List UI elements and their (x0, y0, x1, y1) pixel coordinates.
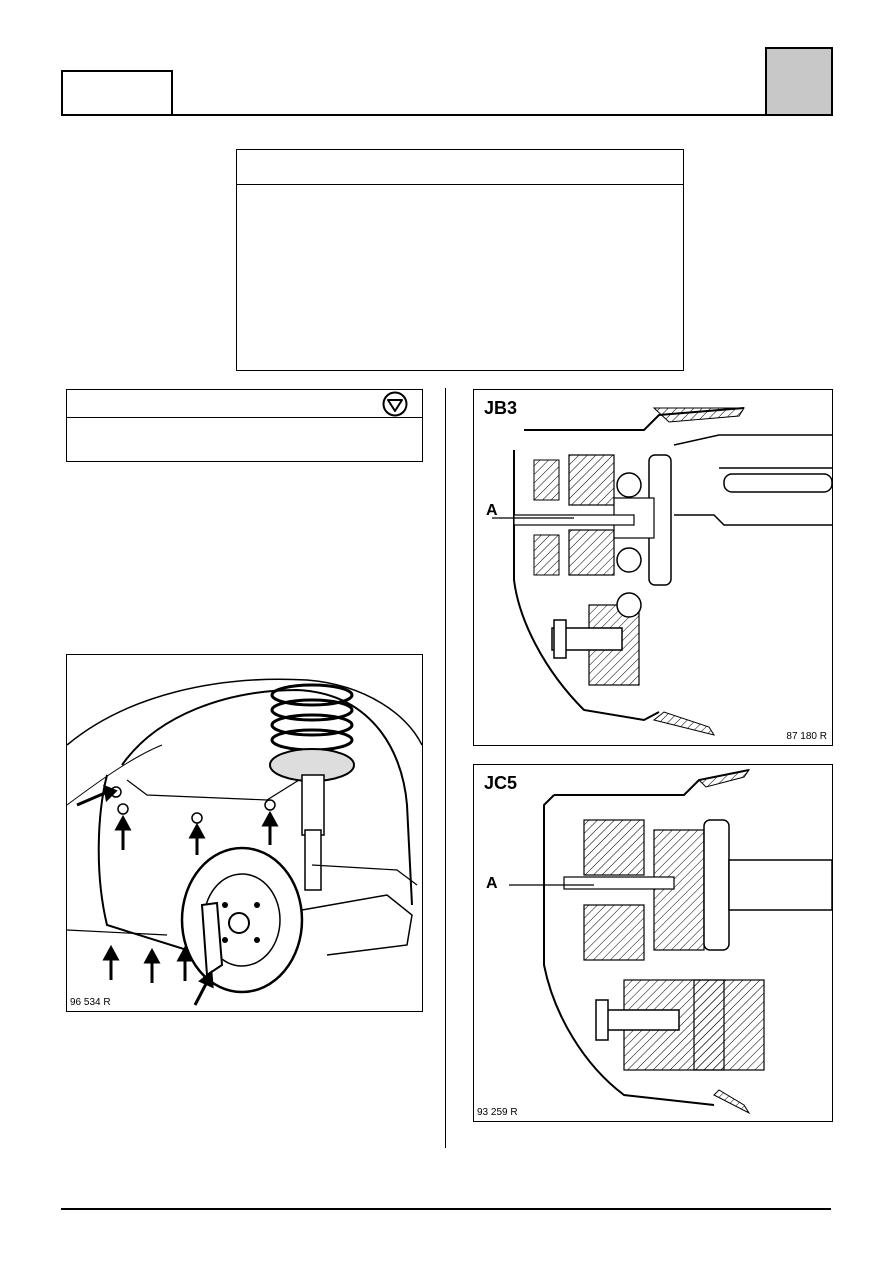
warning-box-header (67, 390, 422, 418)
figure-reference: 87 180 R (786, 731, 827, 742)
special-tooling-table (236, 149, 684, 371)
figure-reference: 93 259 R (477, 1107, 518, 1118)
wheel-arch-illustration (67, 678, 422, 1006)
jb3-section-drawing (492, 407, 832, 736)
callout-label: A (486, 875, 498, 892)
figure-wheel-arch: 96 534 R (66, 654, 423, 1012)
figure-title: JB3 (484, 398, 518, 418)
column-divider (445, 388, 446, 1148)
section-number-box (61, 70, 173, 116)
callout-label: A (486, 502, 498, 519)
footer-rule (61, 1208, 831, 1210)
stop-triangle-icon (382, 391, 408, 417)
warning-box (66, 389, 423, 462)
jc5-section-drawing (509, 769, 832, 1115)
figure-title: JC5 (484, 773, 518, 793)
header-rule (61, 114, 831, 116)
chapter-tab (765, 47, 833, 116)
figure-jb3: JB3 A 87 180 R (473, 389, 833, 746)
tooling-table-header (237, 150, 683, 185)
figure-jc5: JC5 A 93 259 R (473, 764, 833, 1122)
figure-reference: 96 534 R (70, 997, 111, 1008)
